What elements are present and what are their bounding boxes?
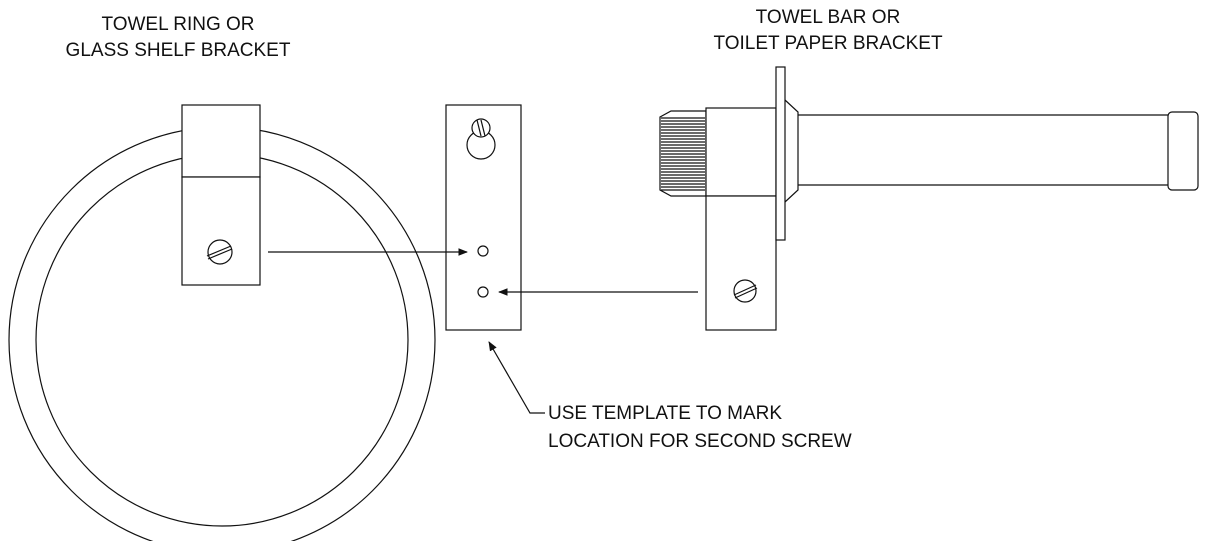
leader-to-template <box>488 341 545 414</box>
towel-bar-label-line2: TOILET PAPER BRACKET <box>713 33 943 54</box>
towel-ring-label-line1: TOWEL RING OR <box>101 14 254 35</box>
ring-bracket-top <box>181 104 261 178</box>
towel-bar-assembly <box>659 66 1199 331</box>
bar-end-cap <box>1167 111 1199 191</box>
bar-collar <box>784 99 799 203</box>
bar-bracket-body <box>705 195 777 331</box>
towel-ring-label-line2: GLASS SHELF BRACKET <box>66 40 291 61</box>
template-screw-icon <box>471 118 491 138</box>
template-hole-upper <box>477 245 489 257</box>
bar-screw-icon <box>733 279 758 303</box>
towel-ring-bracket <box>181 104 261 286</box>
bar-bracket-top <box>705 107 777 197</box>
mounting-template <box>445 104 522 331</box>
template-hole-lower <box>477 286 489 298</box>
knurled-cap-icon <box>659 110 707 197</box>
bar-flange <box>775 66 786 241</box>
towel-bar-label-line1: TOWEL BAR OR <box>756 7 901 28</box>
ring-bracket-body <box>181 176 261 286</box>
ring-screw-icon <box>206 239 233 265</box>
note-line2: LOCATION FOR SECOND SCREW <box>548 431 852 452</box>
note-line1: USE TEMPLATE TO MARK <box>548 403 782 424</box>
